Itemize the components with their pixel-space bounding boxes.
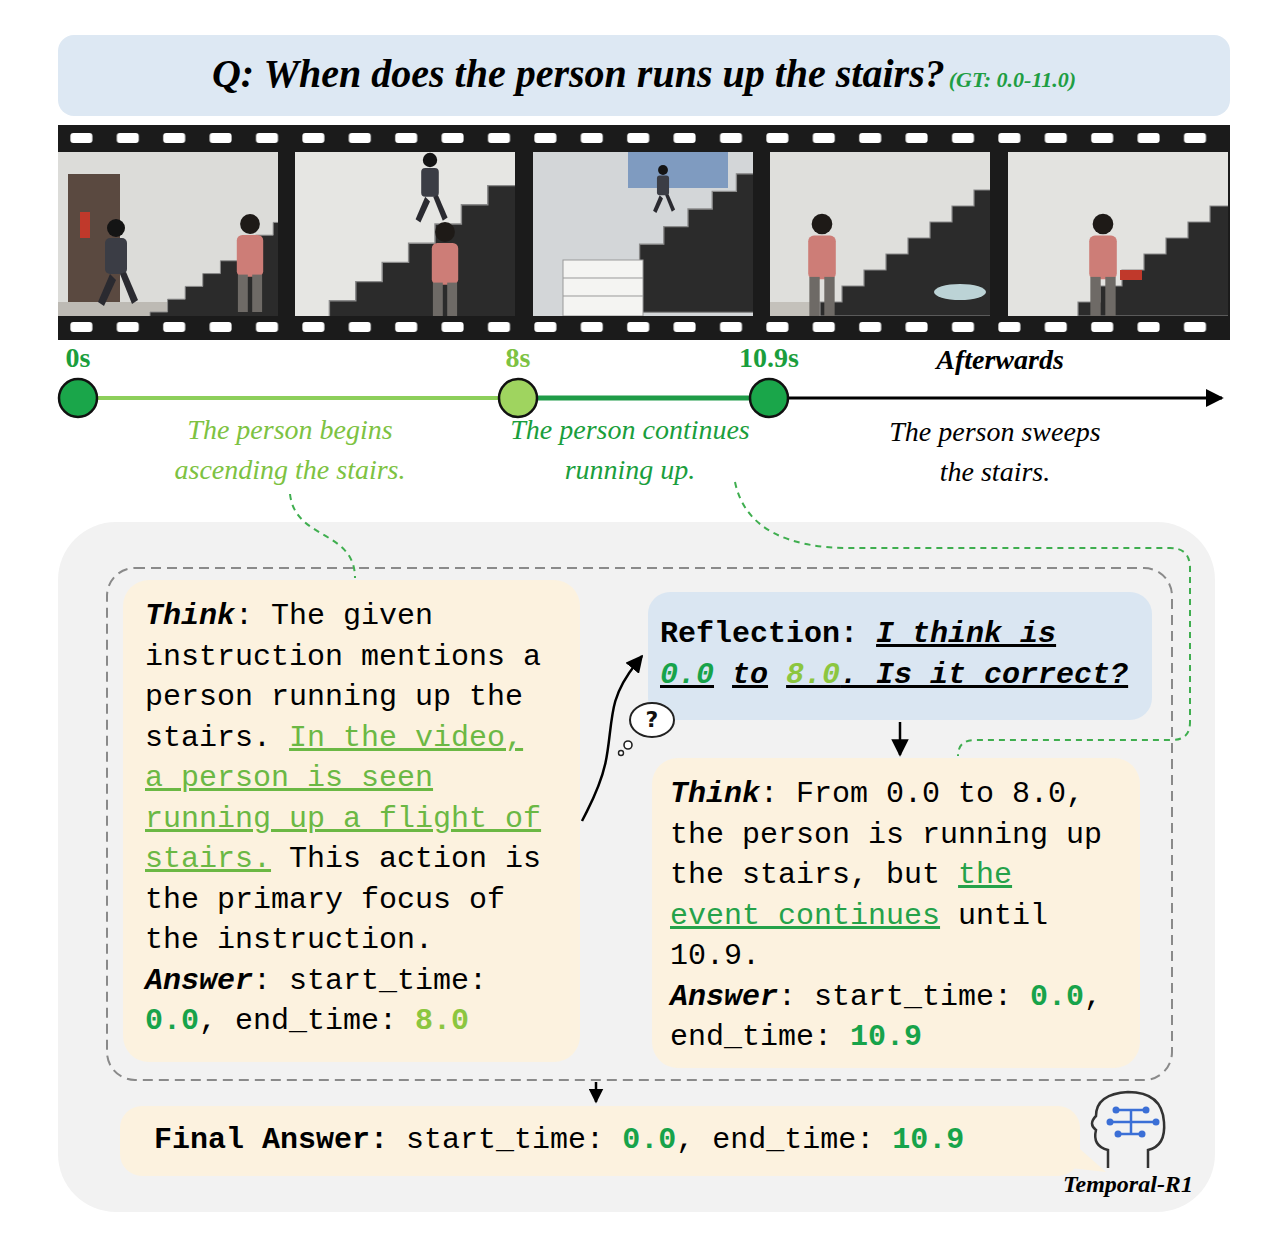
body-text: start_time: xyxy=(406,1123,604,1157)
video-frame xyxy=(533,152,753,316)
step-keyword: Think xyxy=(670,777,760,811)
reflection-text: to xyxy=(732,658,768,692)
video-frame xyxy=(58,152,278,316)
ground-truth-text: (GT: 0.0-11.0) xyxy=(949,67,1076,92)
video-frame xyxy=(567,174,753,313)
video-frame xyxy=(295,152,515,316)
time-mark: 10.9s xyxy=(729,342,809,374)
step-keyword: Answer xyxy=(670,980,778,1014)
video-frame xyxy=(416,153,448,223)
video-frame xyxy=(1089,214,1117,316)
video-frame xyxy=(770,302,990,316)
reflection-text: . Is it correct? xyxy=(840,658,1128,692)
video-frame xyxy=(934,284,986,300)
segment-caption: The person begins ascending the stairs. xyxy=(150,410,430,490)
body-text: : start_time: xyxy=(778,980,1012,1014)
step-keyword: Answer xyxy=(145,964,253,998)
time-mark: 0s xyxy=(58,342,98,374)
video-frame xyxy=(533,152,753,316)
time-mark: Afterwards xyxy=(900,344,1100,376)
question-text: Q: When does the person runs up the stai… xyxy=(212,51,945,96)
video-frame xyxy=(1008,152,1228,316)
video-frame xyxy=(770,152,990,316)
timeline xyxy=(750,379,788,417)
body-text: , end_time: xyxy=(199,1004,397,1038)
thought-symbol: ? xyxy=(640,707,664,733)
timeline xyxy=(59,379,1222,417)
video-frame xyxy=(770,152,990,316)
time-mark: 8s xyxy=(498,342,538,374)
think-box: Think: From 0.0 to 8.0, the person is ru… xyxy=(652,758,1140,1068)
segment-caption: The person continues running up. xyxy=(480,410,780,490)
video-frame xyxy=(68,174,120,302)
timeline xyxy=(518,396,769,401)
video-frame xyxy=(1008,152,1228,316)
video-frame xyxy=(1120,270,1142,280)
video-frame xyxy=(295,152,515,316)
timeline xyxy=(78,396,518,400)
time-value: 0.0 xyxy=(145,1004,199,1038)
model-name: Temporal-R1 xyxy=(1043,1170,1213,1198)
timeline xyxy=(769,397,1222,400)
time-value: 0.0 xyxy=(1030,980,1084,1014)
timeline xyxy=(59,379,97,417)
video-frame xyxy=(98,219,138,306)
time-value: 8.0 xyxy=(786,658,840,692)
reflection-box: Reflection: I think is 0.0 to 8.0. Is it … xyxy=(648,592,1152,720)
segment-caption: The person sweeps the stairs. xyxy=(880,412,1110,492)
time-value: 0.0 xyxy=(660,658,714,692)
body-text: : start_time: xyxy=(253,964,487,998)
time-value: 10.9 xyxy=(850,1020,922,1054)
film-strip xyxy=(62,133,1224,143)
body-text: , end_time: xyxy=(676,1123,874,1157)
video-frame xyxy=(563,260,643,316)
video-frame xyxy=(237,214,263,312)
video-frame xyxy=(80,212,90,238)
video-frame xyxy=(303,186,515,316)
video-frame xyxy=(820,190,990,316)
model-panel: Think: The given instruction mentions a … xyxy=(58,522,1215,1212)
video-frame xyxy=(1078,190,1228,316)
film-strip xyxy=(58,125,1230,340)
step-keyword: Final Answer: xyxy=(154,1123,388,1157)
time-value: 10.9 xyxy=(892,1123,964,1157)
think-box: Think: The given instruction mentions a … xyxy=(123,580,580,1062)
video-frame xyxy=(1172,244,1224,260)
video-frame xyxy=(628,152,728,188)
question-band: Q: When does the person runs up the stai… xyxy=(58,35,1230,116)
step-keyword: Think xyxy=(145,599,235,633)
reflection-text: I think is xyxy=(876,617,1056,651)
video-frame xyxy=(150,222,278,316)
video-frame xyxy=(808,214,836,316)
timeline xyxy=(499,379,537,417)
film-strip xyxy=(58,125,1230,340)
video-frame xyxy=(563,278,643,279)
film-strip xyxy=(62,322,1224,332)
time-value: 0.0 xyxy=(622,1123,676,1157)
video-frame xyxy=(432,222,458,316)
video-frame xyxy=(58,152,278,316)
video-frame xyxy=(58,302,278,316)
video-frame xyxy=(563,296,643,297)
step-keyword: Reflection: xyxy=(660,617,858,651)
video-frame xyxy=(653,165,675,213)
final-answer-box: Final Answer: start_time: 0.0, end_time:… xyxy=(120,1106,1080,1176)
time-value: 8.0 xyxy=(415,1004,469,1038)
